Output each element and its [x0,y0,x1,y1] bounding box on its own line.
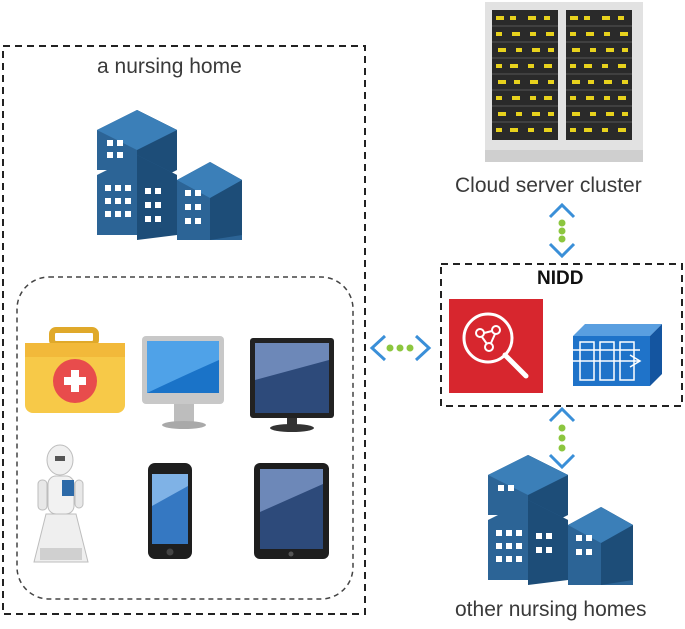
tablet-icon [254,463,329,559]
firewall-icon [556,324,662,386]
nidd-boundary [440,263,683,407]
nursing-home-boundary [2,45,366,615]
smartphone-icon [148,463,192,559]
cloud-server-label: Cloud server cluster [455,174,642,197]
other-homes-label: other nursing homes [455,598,647,621]
network-search-icon [449,299,543,393]
monitor-icon [250,338,334,432]
building-cluster-icon [97,110,242,240]
robot-icon [33,444,89,563]
bidirectional-arrow-icon [548,202,576,259]
nursing-home-label: a nursing home [97,55,242,78]
server-rack-icon [485,2,643,162]
imac-icon [142,336,224,429]
bidirectional-arrow-icon [369,334,432,362]
devices-boundary [16,276,354,600]
nidd-label: NIDD [537,268,584,289]
bidirectional-arrow-icon [548,406,576,470]
medical-kit-icon [25,327,125,413]
building-cluster-icon [488,455,633,585]
